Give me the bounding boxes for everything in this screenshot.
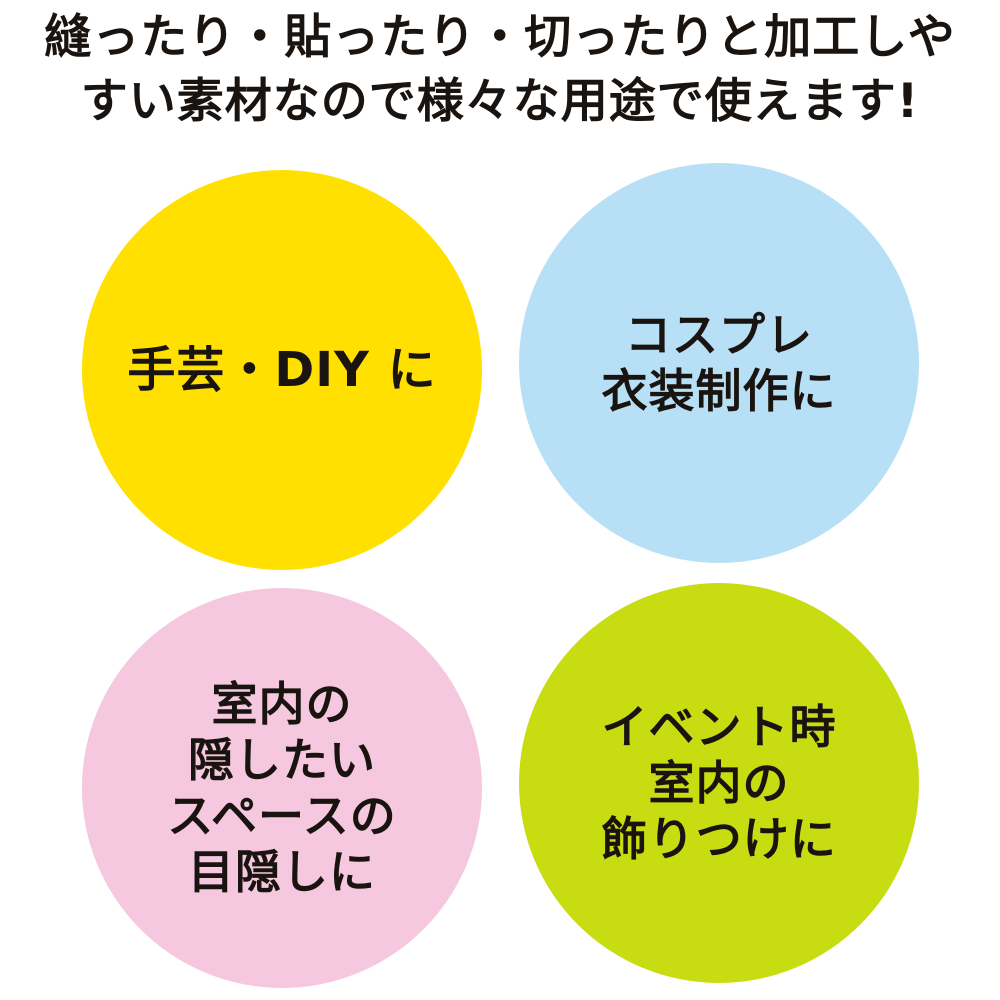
circle-cosplay-line-2: 衣装制作に — [601, 364, 837, 418]
circle-room-screen-line-4: 目隠しに — [188, 845, 376, 899]
circle-event-decoration-line-2: 室内の — [648, 756, 790, 810]
headline: 縫ったり・貼ったり・切ったりと加工しや すい素材なので様々な用途で使えます! — [0, 6, 1000, 134]
circle-craft-diy: 手芸・DIY に — [82, 170, 482, 570]
circle-cosplay: コスプレ 衣装制作に — [519, 163, 919, 563]
circle-room-screen-line-1: 室内の — [211, 677, 353, 731]
circle-event-decoration-line-3: 飾りつけに — [601, 812, 837, 866]
circle-craft-diy-line-1: 手芸・DIY に — [127, 342, 437, 398]
circle-event-decoration-line-1: イベント時 — [601, 700, 837, 754]
circle-room-screen-line-3: スペースの — [167, 789, 397, 843]
headline-line-2: すい素材なので様々な用途で使えます! — [80, 74, 920, 129]
circle-event-decoration: イベント時 室内の 飾りつけに — [519, 583, 919, 983]
circle-room-screen-line-2: 隠したい — [188, 733, 376, 787]
circle-cosplay-line-1: コスプレ — [625, 308, 813, 362]
headline-line-1: 縫ったり・貼ったり・切ったりと加工しや — [44, 10, 956, 65]
circle-room-screen: 室内の 隠したい スペースの 目隠しに — [82, 588, 482, 988]
